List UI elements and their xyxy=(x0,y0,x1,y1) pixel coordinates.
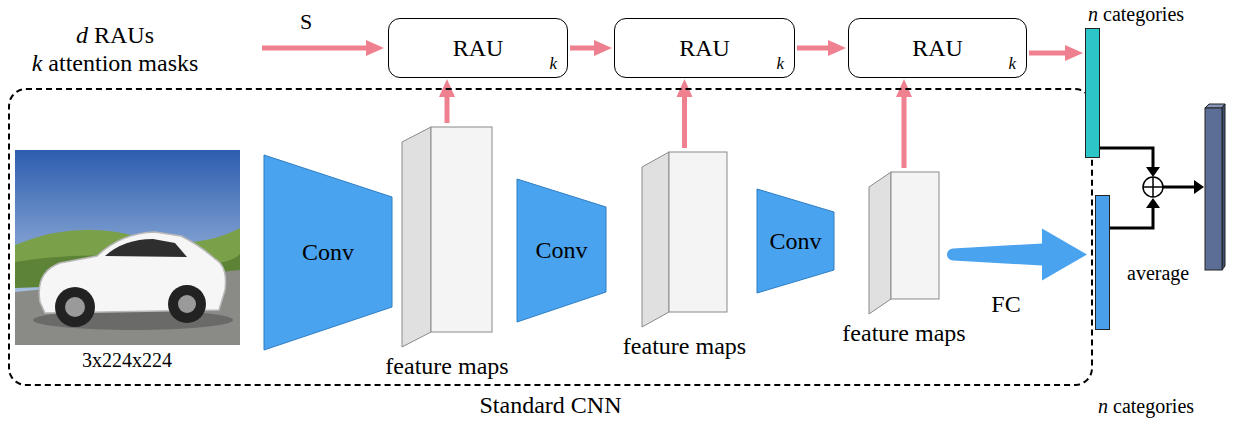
box-front xyxy=(891,172,939,299)
sky xyxy=(15,150,240,345)
layer-name: Conv xyxy=(302,239,354,265)
conv-shape xyxy=(264,155,392,350)
conv-shape xyxy=(757,189,834,293)
connector-line xyxy=(902,95,907,168)
layer-name: Conv xyxy=(535,237,587,263)
feature-map-box xyxy=(869,172,939,314)
merge-line xyxy=(1110,207,1153,228)
feature-map: feature maps xyxy=(869,172,939,314)
box-side xyxy=(642,152,669,327)
arrow-head xyxy=(1194,180,1204,194)
wheel xyxy=(168,285,206,323)
fc-arrow xyxy=(947,229,1087,281)
rau-count-note: d RAUs xyxy=(76,22,154,48)
arrow-head xyxy=(594,40,612,56)
layer-name: Conv xyxy=(769,228,821,254)
feature-map-label: feature maps xyxy=(385,353,508,379)
rau-output-bar: n categories xyxy=(1085,28,1100,158)
connector xyxy=(570,40,612,56)
connector-line xyxy=(682,95,687,148)
cnn-output-bar: n categories xyxy=(1095,195,1110,330)
connector xyxy=(797,40,846,56)
mask-count: k xyxy=(776,55,784,74)
cnn-region: Standard CNNConvfeature mapsConvfeature … xyxy=(8,88,1093,386)
arrow-head xyxy=(1146,198,1160,208)
feature-map-label: feature maps xyxy=(842,320,965,346)
box-side xyxy=(402,127,431,347)
fc-arrow-shape xyxy=(947,229,1087,281)
box-side xyxy=(869,172,891,314)
edge-label: FC xyxy=(991,291,1020,317)
car-photo xyxy=(15,150,240,345)
region-title: Standard CNN xyxy=(480,392,622,418)
category-count: n categories xyxy=(1088,3,1184,25)
arrow-head xyxy=(828,40,846,56)
mask-count-note: k attention masks xyxy=(32,50,199,76)
average-label: average xyxy=(1125,262,1191,284)
connector-line xyxy=(445,95,450,123)
connector xyxy=(1029,45,1083,61)
conv-block: Conv xyxy=(757,189,834,293)
conv-block: Conv xyxy=(517,179,606,322)
feature-map-box xyxy=(642,152,727,327)
connector-line xyxy=(1029,51,1067,56)
rau-box: RAU k xyxy=(614,18,795,78)
rau-box: RAU k xyxy=(848,18,1027,78)
input-arrow xyxy=(262,46,368,51)
car-window xyxy=(105,239,187,257)
unit-name: RAU xyxy=(453,35,504,61)
rim xyxy=(65,297,85,317)
box-front xyxy=(669,152,727,312)
connector-line xyxy=(570,46,596,51)
unit-name: RAU xyxy=(912,35,963,61)
category-count: n categories xyxy=(1098,395,1194,417)
sum-symbol xyxy=(1143,177,1163,197)
feature-map-label: feature maps xyxy=(623,333,746,359)
box-front xyxy=(431,127,492,332)
wheel xyxy=(55,287,95,327)
input-state-label: S xyxy=(300,10,312,34)
mask-count: k xyxy=(1008,55,1016,74)
arrow-head xyxy=(1065,45,1083,61)
image-size-label: 3x224x224 xyxy=(82,349,172,371)
conv-shape xyxy=(517,179,606,322)
feature-map: feature maps xyxy=(402,127,492,347)
mask-count: k xyxy=(549,55,557,74)
rau-box: RAU k xyxy=(388,18,568,78)
merge-line xyxy=(1100,148,1153,168)
connector-line xyxy=(797,46,830,51)
sum-symbol xyxy=(1152,177,1154,197)
output-line xyxy=(1163,186,1195,189)
unit-name: RAU xyxy=(679,35,730,61)
feature-map-box xyxy=(402,127,492,347)
connector xyxy=(896,79,912,168)
conv-block: Conv xyxy=(264,155,392,350)
rim xyxy=(178,295,196,313)
arrow-head xyxy=(1146,167,1160,177)
connector xyxy=(439,79,455,123)
feature-map: feature maps xyxy=(642,152,727,327)
arrow-head xyxy=(366,40,384,56)
output-bar xyxy=(1205,108,1222,270)
